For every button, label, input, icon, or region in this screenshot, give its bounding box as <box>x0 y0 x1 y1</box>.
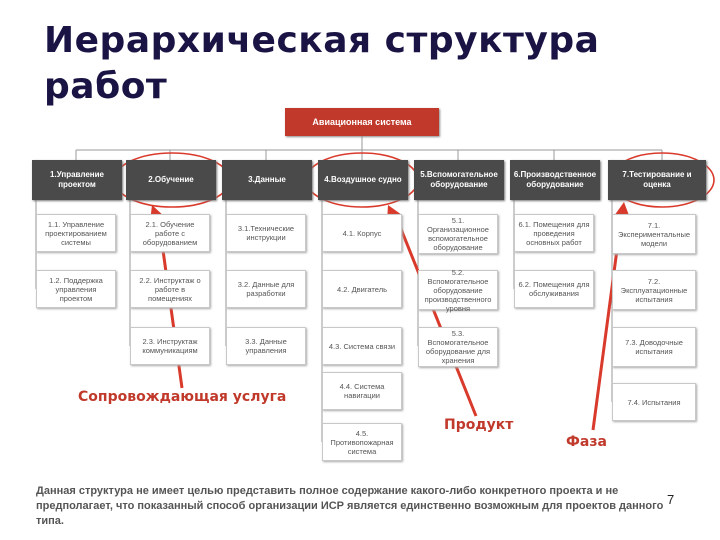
wbs-item-7-4: 7.4. Испытания <box>612 383 696 421</box>
phase-1: 1.Управление проектом <box>32 160 122 200</box>
wbs-item-7-3: 7.3. Доводочные испытания <box>612 327 696 367</box>
wbs-item-3-3: 3.3. Данные управления <box>226 327 306 365</box>
phase-2: 2.Обучение <box>126 160 216 200</box>
phase-7: 7.Тестирование и оценка <box>608 160 706 200</box>
wbs-item-3-2: 3.2. Данные для разработки <box>226 270 306 308</box>
phase-6: 6.Производственное оборудование <box>510 160 600 200</box>
footnote: Данная структура не имеет целью представ… <box>36 485 664 527</box>
wbs-item-3-1: 3.1.Технические инструкции <box>226 214 306 252</box>
phase-3: 3.Данные <box>222 160 312 200</box>
wbs-root: Авиационная система <box>285 108 439 136</box>
wbs-item-5-3: 5.3. Вспомогательное оборудование для хр… <box>418 327 498 367</box>
wbs-item-2-3: 2.3. Инструктаж коммуникациям <box>130 327 210 365</box>
wbs-item-4-4: 4.4. Система навигации <box>322 372 402 410</box>
title-line-1: Иерархическая структура <box>44 20 600 61</box>
wbs-item-2-1: 2.1. Обучение работе с оборудованием <box>130 214 210 252</box>
product-arrow <box>393 213 478 417</box>
phase-4: 4.Воздушное судно <box>318 160 408 200</box>
callout-product: Продукт <box>444 417 514 433</box>
wbs-item-2-2: 2.2. Инструктаж о работе в помещениях <box>130 270 210 308</box>
wbs-item-4-5: 4.5. Противопожарная система <box>322 423 402 461</box>
title-line-2: работ <box>44 66 168 107</box>
slide-title: Иерархическая структура работ <box>44 18 599 110</box>
wbs-item-1-1: 1.1. Управление проектированием системы <box>36 214 116 252</box>
wbs-item-4-1: 4.1. Корпус <box>322 214 402 252</box>
wbs-item-5-2: 5.2. Вспомогательное оборудование произв… <box>418 268 498 313</box>
phase-5: 5.Вспомогательное оборудование <box>414 160 504 200</box>
callout-support-service: Сопровождающая услуга <box>78 389 287 405</box>
wbs-item-6-1: 6.1. Помещения для проведения основных р… <box>514 214 594 252</box>
wbs-item-6-2: 6.2. Помещения для обслуживания <box>514 270 594 308</box>
wbs-item-7-2: 7.2. Эксплуатационные испытания <box>612 270 696 310</box>
wbs-item-5-1: 5.1. Организационное вспомогательное обо… <box>418 214 498 254</box>
wbs-item-1-2: 1.2. Поддержка управления проектом <box>36 270 116 308</box>
wbs-item-4-3: 4.3. Система связи <box>322 327 402 365</box>
page-number: 7 <box>667 492 675 507</box>
wbs-item-4-2: 4.2. Двигатель <box>322 270 402 308</box>
wbs-item-7-1: 7.1. Экспериментальные модели <box>612 214 696 254</box>
callout-phase: Фаза <box>566 434 607 450</box>
